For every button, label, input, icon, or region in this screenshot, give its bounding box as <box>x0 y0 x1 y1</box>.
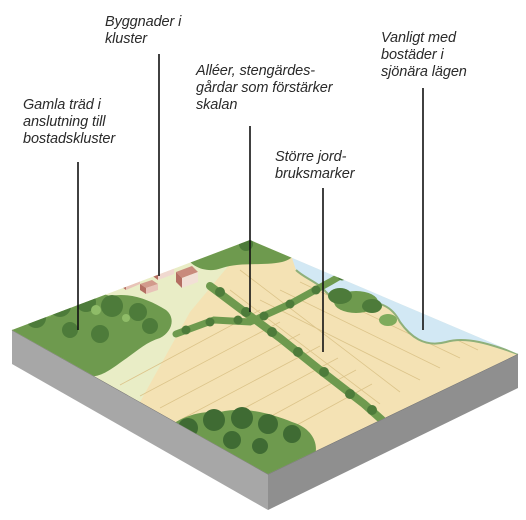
label-farmland-line-1: Större jord- <box>275 149 347 165</box>
label-lakeside-line-1: Vanligt med <box>381 30 456 46</box>
label-old-trees-line-1: Gamla träd i <box>23 97 101 113</box>
label-farmland-line-2: bruksmarker <box>275 166 355 182</box>
leader-lines <box>77 54 424 352</box>
lakeside-trees <box>328 288 397 326</box>
label-avenues-line-1: Alléer, stengärdes- <box>196 63 315 79</box>
field-furrows <box>119 269 479 457</box>
label-buildings-line-2: kluster <box>105 31 148 47</box>
label-buildings-line-1: Byggnader i <box>105 14 182 30</box>
label-avenues-line-2: gårdar som förstärker <box>196 80 333 96</box>
label-lakeside: Vanligt med bostäder i sjönära lägen <box>381 30 467 81</box>
block-left-side <box>12 330 268 510</box>
stone-wall-hedgerow <box>172 264 358 338</box>
label-avenues: Alléer, stengärdes- gårdar som förstärke… <box>196 63 333 114</box>
label-old-trees-line-3: bostadskluster <box>23 131 116 147</box>
label-buildings: Byggnader i kluster <box>105 14 181 48</box>
label-old-trees-line-2: anslutning till <box>23 114 106 130</box>
label-lakeside-line-2: bostäder i <box>381 47 444 63</box>
label-lakeside-line-3: sjönära lägen <box>381 64 467 80</box>
label-old-trees: Gamla träd i anslutning till bostadsklus… <box>23 97 115 148</box>
avenue-hedgerow <box>206 282 386 424</box>
label-farmland: Större jord- bruksmarker <box>275 149 355 183</box>
back-forest <box>186 240 300 271</box>
label-avenues-line-3: skalan <box>196 97 238 113</box>
block-front-side <box>268 354 518 510</box>
